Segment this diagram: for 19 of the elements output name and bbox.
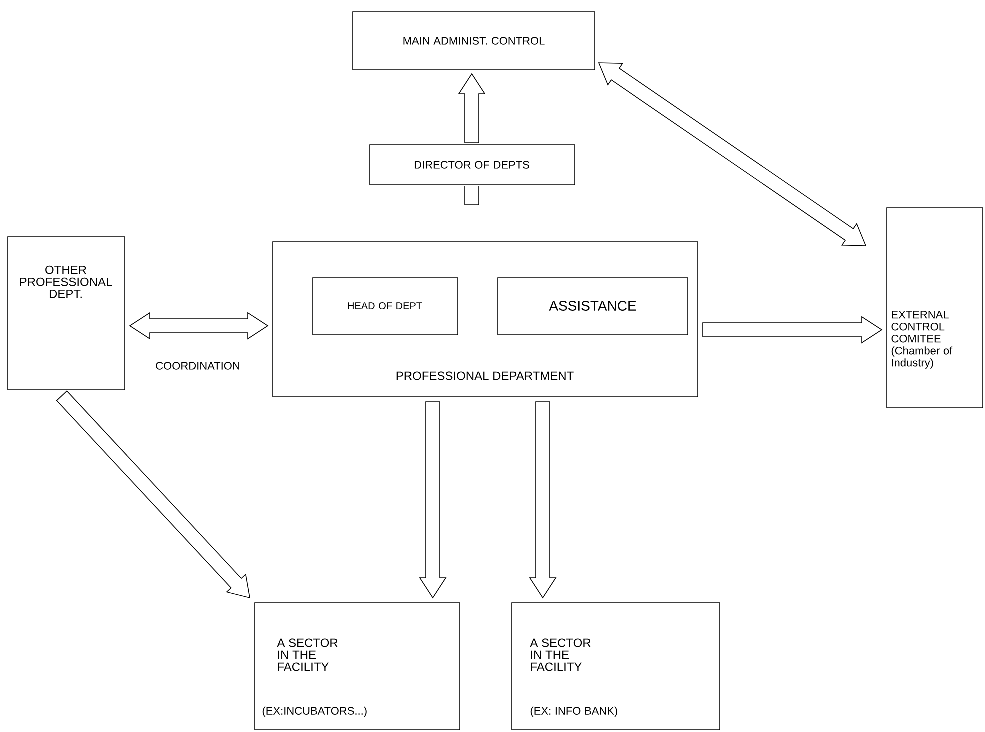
block-arrow [129, 312, 269, 340]
box-label: (EX: INFO BANK) [530, 706, 618, 718]
block-arrow [529, 402, 557, 599]
block-arrow [458, 73, 486, 144]
box-label: A SECTOR IN THE FACILITY [530, 638, 591, 672]
edge-label: COORDINATION [154, 361, 242, 371]
box-label: A SECTOR IN THE FACILITY [277, 638, 338, 672]
block-arrow [702, 316, 883, 344]
box-label: PROFESSIONAL DEPARTMENT [396, 372, 574, 380]
box-label: HEAD OF DEPT [348, 302, 422, 310]
box-label: DIRECTOR OF DEPTS [414, 161, 530, 169]
block-arrow [598, 62, 867, 246]
box-label: EXTERNAL CONTROL COMITEE (Chamber of Industry) [892, 311, 953, 369]
box-label: MAIN ADMINIST. CONTROL [404, 37, 545, 45]
box-label: (EX:INCUBATORS...) [262, 706, 367, 718]
block-arrow [419, 402, 447, 599]
box-label: OTHER PROFESSIONAL DEPT. [20, 266, 112, 298]
block-arrow [56, 390, 250, 599]
box-label: ASSISTANCE [549, 301, 636, 311]
